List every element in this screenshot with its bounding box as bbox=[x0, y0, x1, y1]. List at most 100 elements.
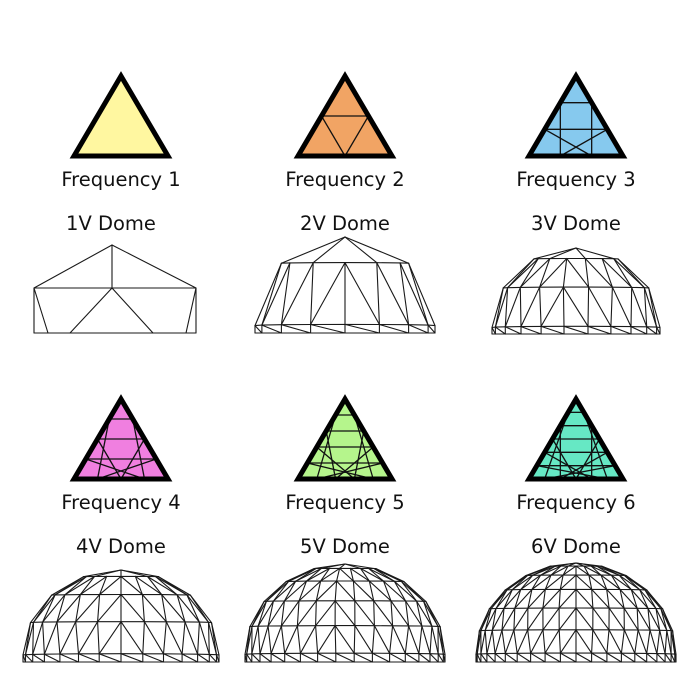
dome-2v-label: 2V Dome bbox=[300, 212, 390, 235]
dome-strut bbox=[672, 630, 677, 655]
dome-strut bbox=[558, 607, 577, 631]
dome-strut bbox=[592, 607, 610, 631]
dome-strut bbox=[334, 625, 337, 654]
dome-strut bbox=[79, 575, 96, 596]
dome-strut bbox=[587, 325, 612, 335]
dome-strut bbox=[519, 258, 539, 288]
dome-strut bbox=[655, 607, 668, 631]
dome-strut bbox=[272, 580, 297, 602]
dome-strut bbox=[511, 574, 534, 591]
dome-strut bbox=[610, 574, 632, 591]
dome-strut bbox=[373, 625, 391, 654]
dome-strut bbox=[403, 580, 427, 603]
subdivision-line bbox=[316, 462, 383, 480]
dome-1v-wireframe bbox=[33, 244, 197, 334]
dome-strut bbox=[549, 247, 577, 260]
dome-strut bbox=[349, 567, 354, 582]
frequency-4-label: Frequency 4 bbox=[61, 491, 180, 514]
dome-strut bbox=[197, 621, 200, 655]
dome-strut bbox=[120, 575, 143, 596]
triangle-outline bbox=[524, 71, 628, 159]
dome-strut bbox=[646, 589, 664, 610]
dome-strut bbox=[584, 257, 613, 288]
dome-strut bbox=[142, 621, 145, 655]
dome-strut bbox=[143, 621, 165, 655]
dome-strut bbox=[533, 247, 577, 260]
dome-strut bbox=[475, 653, 478, 663]
dome-strut bbox=[494, 326, 506, 335]
dome-strut bbox=[539, 286, 542, 327]
dome-strut bbox=[97, 594, 101, 623]
dome-strut bbox=[601, 258, 633, 288]
dome-5v-label: 5V Dome bbox=[300, 535, 390, 558]
dome-strut bbox=[251, 653, 261, 663]
subdivision-line bbox=[353, 430, 365, 480]
dome-strut bbox=[476, 630, 482, 655]
dome-strut bbox=[501, 607, 516, 631]
dome-strut bbox=[592, 629, 608, 654]
dome-strut bbox=[339, 567, 354, 582]
dome-strut bbox=[33, 244, 113, 289]
dome-strut bbox=[519, 286, 522, 328]
dome-strut bbox=[559, 629, 577, 654]
dome-strut bbox=[283, 580, 308, 602]
dome-strut bbox=[625, 574, 648, 591]
dome-strut bbox=[283, 580, 297, 602]
dome-strut bbox=[176, 594, 186, 623]
triangle-frequency-6 bbox=[524, 394, 628, 482]
dome-strut bbox=[423, 600, 433, 627]
dome-strut bbox=[334, 600, 356, 627]
dome-strut bbox=[429, 653, 439, 663]
dome-strut bbox=[310, 323, 346, 334]
dome-strut bbox=[120, 653, 144, 663]
dome-strut bbox=[562, 257, 568, 288]
dome-strut bbox=[399, 262, 410, 326]
dome-strut bbox=[575, 247, 586, 260]
dome-strut bbox=[520, 574, 534, 591]
dome-strut bbox=[353, 625, 356, 654]
dome-strut bbox=[516, 629, 529, 654]
dome-strut bbox=[298, 580, 308, 602]
dome-strut bbox=[207, 621, 210, 655]
dome-strut bbox=[562, 286, 565, 327]
dome-strut bbox=[349, 567, 370, 582]
dome-strut bbox=[259, 653, 272, 663]
dome-strut bbox=[606, 652, 622, 663]
dome-strut bbox=[542, 607, 560, 631]
dome-strut bbox=[155, 576, 178, 596]
dome-strut bbox=[491, 629, 496, 655]
dome-strut bbox=[317, 652, 337, 663]
panel-frequency-1: Frequency 1 1V Dome bbox=[33, 71, 197, 334]
panel-frequency-3: Frequency 3 3V Dome bbox=[491, 71, 661, 335]
dome-strut bbox=[584, 257, 590, 288]
dome-strut bbox=[559, 574, 577, 590]
dome-strut bbox=[427, 324, 436, 327]
triangle-outline bbox=[293, 71, 397, 159]
dome-strut bbox=[606, 588, 625, 609]
dome-strut bbox=[575, 607, 594, 631]
dome-strut bbox=[352, 580, 375, 602]
dome-strut bbox=[600, 574, 621, 591]
dome-strut bbox=[520, 574, 542, 591]
dome-strut bbox=[639, 589, 657, 610]
dome-strut bbox=[181, 621, 186, 655]
dome-strut bbox=[378, 323, 410, 334]
dome-strut bbox=[77, 621, 99, 655]
dome-strut bbox=[637, 629, 648, 654]
dome-strut bbox=[75, 594, 101, 623]
dome-strut bbox=[296, 600, 300, 627]
dome-strut bbox=[588, 574, 593, 590]
dome-6v-wireframe bbox=[475, 562, 677, 663]
dome-strut bbox=[418, 625, 423, 655]
dome-strut bbox=[376, 262, 410, 326]
dome-strut bbox=[480, 608, 492, 632]
dome-strut bbox=[655, 607, 661, 631]
dome-strut bbox=[544, 652, 561, 663]
dome-strut bbox=[495, 589, 513, 610]
dome-strut bbox=[142, 653, 165, 663]
dome-strut bbox=[575, 562, 603, 567]
triangle-frequency-1 bbox=[69, 71, 173, 159]
dome-strut bbox=[315, 600, 317, 627]
dome-strut bbox=[613, 258, 633, 288]
dome-strut bbox=[527, 629, 532, 654]
